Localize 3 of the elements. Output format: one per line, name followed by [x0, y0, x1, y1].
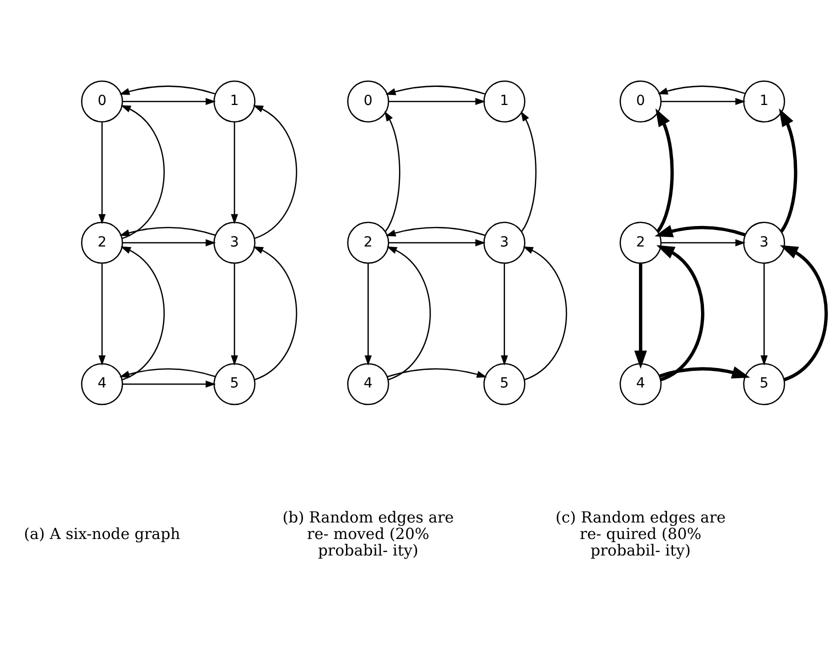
label: (b) Random edges are re- moved (20% probabil- ity) — [282, 508, 454, 560]
label: (c) Random edges are re- quired (80% probabil- ity) — [556, 508, 726, 560]
label: (a) A six-node graph — [24, 524, 180, 543]
